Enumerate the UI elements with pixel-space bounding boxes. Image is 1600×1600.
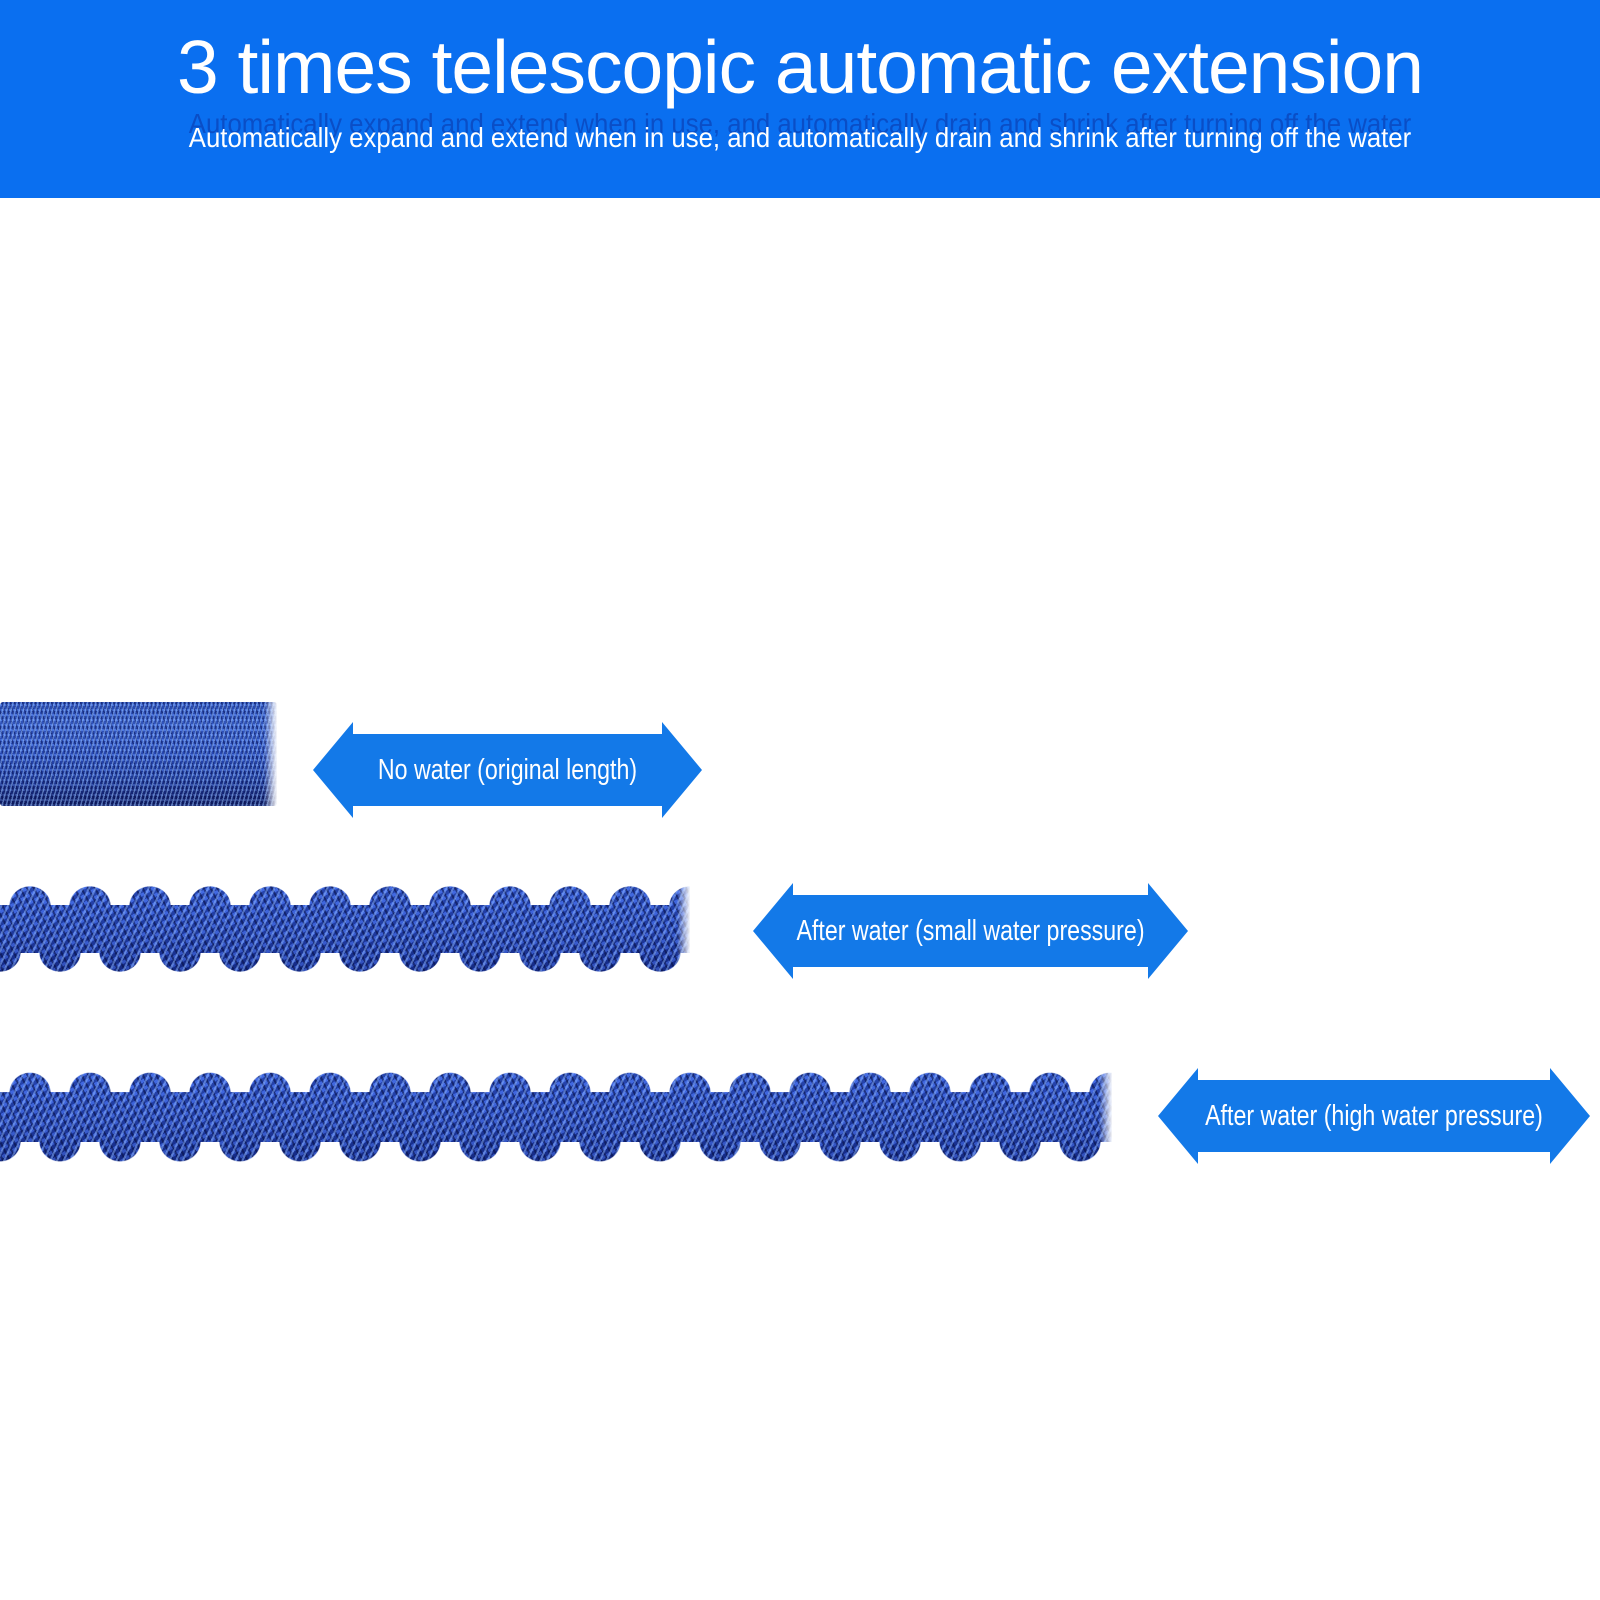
- header-banner: 3 times telescopic automatic extension A…: [0, 0, 1600, 198]
- subtitle-ghost-text: Automatically expand and extend when in …: [188, 108, 1412, 139]
- stage-annotation-high-pressure: After water (high water pressure): [1158, 1068, 1590, 1164]
- double-arrow-icon: [313, 722, 702, 818]
- hose-photo-compressed: [0, 700, 280, 808]
- double-arrow-icon: [753, 883, 1188, 979]
- hose-photo-fully-expanded: [0, 1061, 1115, 1173]
- double-arrow-icon: [1158, 1068, 1590, 1164]
- hose-edge-fade: [677, 876, 693, 982]
- hose-edge-fade: [1099, 1061, 1115, 1173]
- hose-edge-fade: [264, 700, 280, 808]
- hose-photo-medium-expanded: [0, 876, 693, 982]
- page-title: 3 times telescopic automatic extension: [177, 25, 1424, 109]
- page-subtitle: Automatically expand and extend when in …: [188, 122, 1412, 153]
- stage-label: After water (high water pressure): [1205, 1099, 1543, 1132]
- stage-label: No water (original length): [377, 753, 638, 786]
- stage-annotation-small-pressure: After water (small water pressure): [753, 883, 1188, 979]
- stage-annotation-no-water: No water (original length): [313, 722, 702, 818]
- stage-label: After water (small water pressure): [796, 914, 1145, 947]
- subtitle-area: Automatically expand and extend when in …: [0, 108, 1600, 174]
